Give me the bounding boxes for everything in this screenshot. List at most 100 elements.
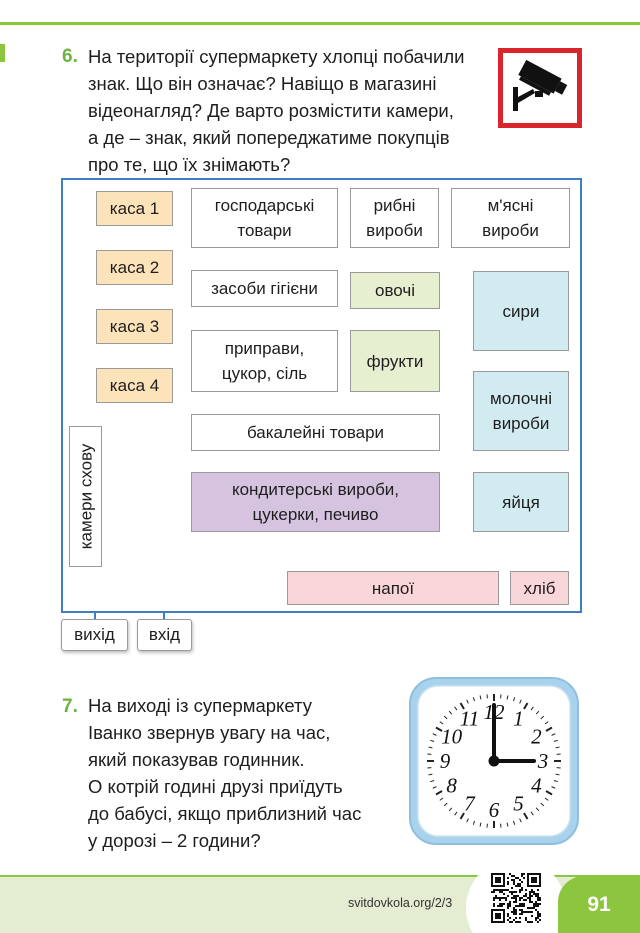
footer-url[interactable]: svitdovkola.org/2/3	[348, 896, 453, 910]
section-eggs: яйця	[473, 472, 569, 532]
section-fruits: фрукти	[350, 330, 440, 392]
clock-ticks	[427, 694, 561, 828]
clock-tick	[506, 822, 509, 827]
clock-tick	[472, 820, 476, 825]
clock-tick	[544, 797, 549, 801]
clock-tick	[435, 790, 443, 796]
clock-numeral: 10	[441, 725, 463, 749]
clock-numeral: 4	[531, 774, 542, 798]
clock-tick	[540, 715, 545, 720]
task-7-line: який показував годинник.	[88, 749, 305, 770]
section-meat: м'ясні вироби	[451, 188, 570, 248]
cash-desk-3: каса 3	[96, 309, 173, 344]
section-spices-sugar-salt: приправи, цукор, сіль	[191, 330, 338, 392]
task-7-text: На виході із супермаркету Іванко звернув…	[88, 692, 361, 854]
clock-numeral: 1	[513, 707, 524, 731]
clock-tick	[454, 706, 458, 711]
clock-tick	[530, 706, 534, 711]
clock-numeral: 7	[464, 791, 476, 815]
clock-tick	[472, 697, 476, 702]
clock-tick	[551, 786, 556, 789]
clock-tick	[519, 818, 522, 823]
task-6-line: відеонагляд? Де варто розмістити камери,	[88, 100, 454, 121]
clock-tick	[430, 739, 435, 743]
clock-numeral: 6	[489, 798, 500, 822]
footer-line	[0, 875, 640, 877]
task-7-line: О котрій годині друзі приїдуть	[88, 776, 343, 797]
clock-tick	[535, 807, 540, 812]
clock-tick	[454, 811, 458, 816]
clock-numeral: 8	[446, 774, 457, 798]
clock-tick	[551, 733, 556, 736]
clock-tick	[448, 807, 453, 812]
qr-code-icon[interactable]	[491, 873, 541, 923]
task-7-line: до бабусі, якщо приблизний час	[88, 803, 362, 824]
clock-tick	[479, 695, 482, 700]
entrance-marker	[163, 611, 165, 620]
section-vegetables: овочі	[350, 272, 440, 309]
clock-numeral: 5	[513, 791, 524, 815]
cash-desk-2: каса 2	[96, 250, 173, 285]
clock-tick	[523, 812, 529, 820]
clock-tick	[506, 695, 509, 700]
clock-tick	[555, 773, 560, 776]
clock-tick	[432, 786, 437, 789]
clock-tick	[466, 699, 469, 704]
exit-marker	[94, 611, 96, 620]
section-grocery: бакалейні товари	[191, 414, 440, 451]
clock-tick	[443, 715, 448, 720]
clock-tick	[430, 779, 435, 783]
clock-tick	[553, 739, 558, 743]
task-6-number: 6.	[62, 46, 78, 67]
section-household-goods: господарські товари	[191, 188, 338, 248]
clock-tick	[545, 790, 553, 796]
clock-tick	[428, 773, 433, 776]
task-6-text: На території супермаркету хлопці побачил…	[88, 43, 465, 178]
task-7-line: На виході із супермаркету	[88, 695, 312, 716]
section-lockers: камери схову	[69, 426, 102, 567]
clock-tick	[439, 721, 444, 725]
section-hygiene: засоби гігієни	[191, 270, 338, 307]
clock-tick	[428, 746, 433, 749]
section-fish: рибні вироби	[350, 188, 439, 248]
left-margin-tab	[0, 44, 5, 62]
clock-tick	[555, 746, 560, 749]
task-6-line: знак. Що він означає? Навіщо в магазині	[88, 73, 437, 94]
clock-numeral: 2	[531, 725, 542, 749]
clock-tick	[466, 818, 469, 823]
clock-tick	[459, 812, 465, 820]
clock-tick	[435, 726, 443, 732]
clock-center	[488, 755, 500, 767]
task-6-line: На території супермаркету хлопці побачил…	[88, 46, 465, 67]
clock-tick	[535, 710, 540, 715]
cctv-camera-icon	[513, 59, 568, 111]
clock-tick	[544, 721, 549, 725]
clock-tick	[530, 811, 534, 816]
clock-tick	[439, 797, 444, 801]
task-6-line: про те, що їх знімають?	[88, 154, 291, 175]
store-plan: каса 1 каса 2 каса 3 каса 4 господарські…	[61, 178, 582, 613]
clock-numerals: 121234567891011	[440, 700, 549, 822]
clock-tick	[545, 726, 553, 732]
cash-desk-1: каса 1	[96, 191, 173, 226]
clock-tick	[519, 699, 522, 704]
entrance-label: вхід	[137, 619, 192, 651]
clock-tick	[523, 702, 529, 710]
clock-tick	[448, 710, 453, 715]
exit-label: вихід	[61, 619, 128, 651]
clock-tick	[479, 822, 482, 827]
clock-numeral: 9	[440, 749, 451, 773]
clock-tick	[512, 697, 516, 702]
wall-clock: 121234567891011	[409, 677, 579, 845]
clock-tick	[432, 733, 437, 736]
section-confectionery: кондитерські вироби, цукерки, печиво	[191, 472, 440, 532]
clock-numeral: 11	[460, 707, 479, 731]
task-7-line: у дорозі – 2 години?	[88, 830, 261, 851]
section-drinks: напої	[287, 571, 499, 605]
clock-tick	[540, 802, 545, 807]
clock-tick	[443, 802, 448, 807]
clock-numeral: 3	[537, 749, 549, 773]
clock-tick	[459, 702, 465, 710]
clock-tick	[553, 779, 558, 783]
section-bread: хліб	[510, 571, 569, 605]
